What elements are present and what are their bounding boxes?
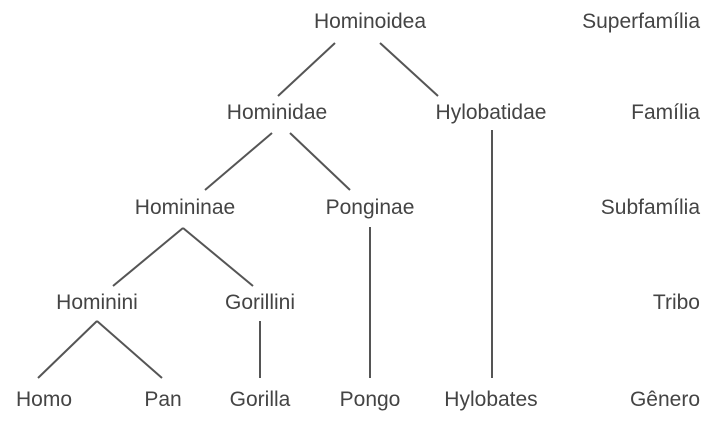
edge-hominini-homo: [37, 320, 98, 379]
node-pongo: Pongo: [339, 388, 401, 411]
node-pan: Pan: [144, 388, 182, 411]
edge-homininae-hominini: [112, 227, 184, 287]
rank-superfamily: Superfamília: [582, 10, 700, 33]
node-gorillini: Gorillini: [224, 291, 296, 314]
edge-homininae-gorillini: [182, 227, 254, 287]
rank-family: Família: [631, 101, 700, 124]
node-hominini: Hominini: [56, 291, 138, 314]
edge-hominini-pan: [96, 320, 163, 379]
node-homo: Homo: [15, 388, 73, 411]
node-hylobates: Hylobates: [444, 388, 538, 411]
rank-genus: Gênero: [629, 388, 700, 411]
edge-hominidae-ponginae: [289, 132, 351, 191]
edge-hominidae-homininae: [204, 132, 273, 191]
node-hominidae: Hominidae: [226, 101, 328, 124]
node-ponginae: Ponginae: [325, 196, 415, 219]
rank-tribe: Tribo: [652, 291, 700, 314]
node-hominoidea: Hominoidea: [313, 10, 427, 33]
edge-hominoidea-hylobatidae: [379, 42, 439, 97]
node-homininae: Homininae: [134, 196, 236, 219]
node-hylobatidae: Hylobatidae: [435, 101, 547, 124]
rank-subfamily: Subfamília: [600, 196, 700, 219]
node-gorilla: Gorilla: [229, 388, 291, 411]
edge-hominoidea-hominidae: [277, 42, 336, 97]
